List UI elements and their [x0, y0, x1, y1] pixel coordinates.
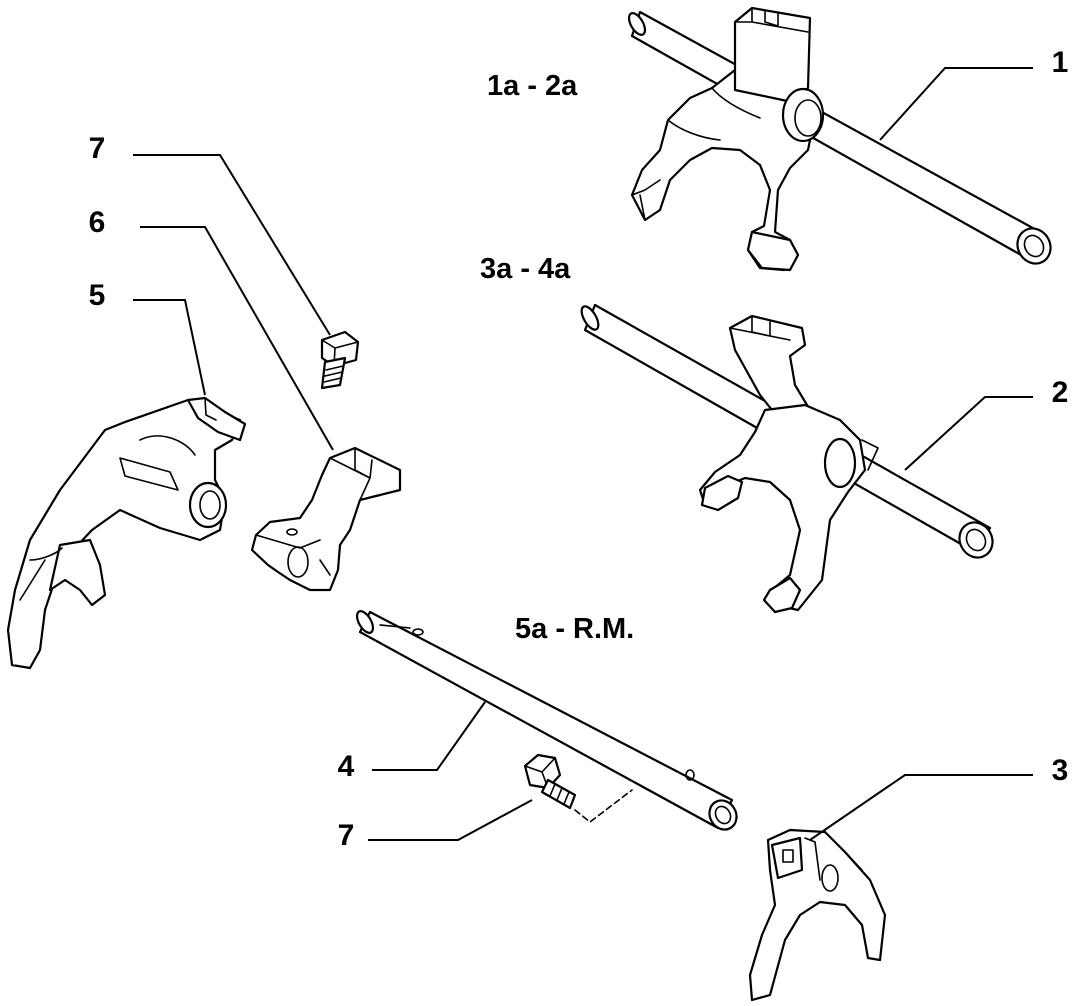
- lever-6: [250, 446, 402, 592]
- leader-1: [879, 67, 1033, 141]
- label-5a-rm: 5a - R.M.: [515, 613, 634, 645]
- leader-2: [904, 396, 1033, 471]
- leader-3: [809, 774, 1033, 841]
- leader-lines: [133, 67, 1033, 841]
- callout-3: 3: [1052, 754, 1069, 787]
- callout-7-lower: 7: [338, 819, 355, 852]
- callout-4: 4: [338, 750, 355, 783]
- callout-1: 1: [1052, 46, 1069, 79]
- fork-5: [6, 396, 247, 670]
- leader-5: [133, 299, 206, 396]
- bolt-7-lower: [523, 753, 633, 823]
- callout-numbers: 1 2 3 4 5 6 7 7: [89, 46, 1069, 852]
- leader-4: [372, 701, 486, 771]
- leader-7-upper: [133, 154, 331, 336]
- callout-5: 5: [89, 279, 106, 312]
- callout-6: 6: [89, 206, 106, 239]
- label-1a-2a: 1a - 2a: [487, 70, 578, 102]
- bolt-7-upper: [320, 330, 360, 390]
- rod-fork-assembly-1: [627, 6, 1052, 272]
- label-3a-4a: 3a - 4a: [480, 253, 571, 285]
- rod-4: [355, 610, 738, 831]
- callout-7-upper: 7: [89, 132, 106, 165]
- group-labels: 1a - 2a 3a - 4a 5a - R.M.: [480, 70, 634, 645]
- leader-7-lower: [368, 799, 533, 841]
- callout-2: 2: [1052, 376, 1069, 409]
- leader-6: [140, 226, 334, 451]
- fork-3: [748, 828, 887, 1002]
- rod-fork-assembly-2: [580, 303, 994, 614]
